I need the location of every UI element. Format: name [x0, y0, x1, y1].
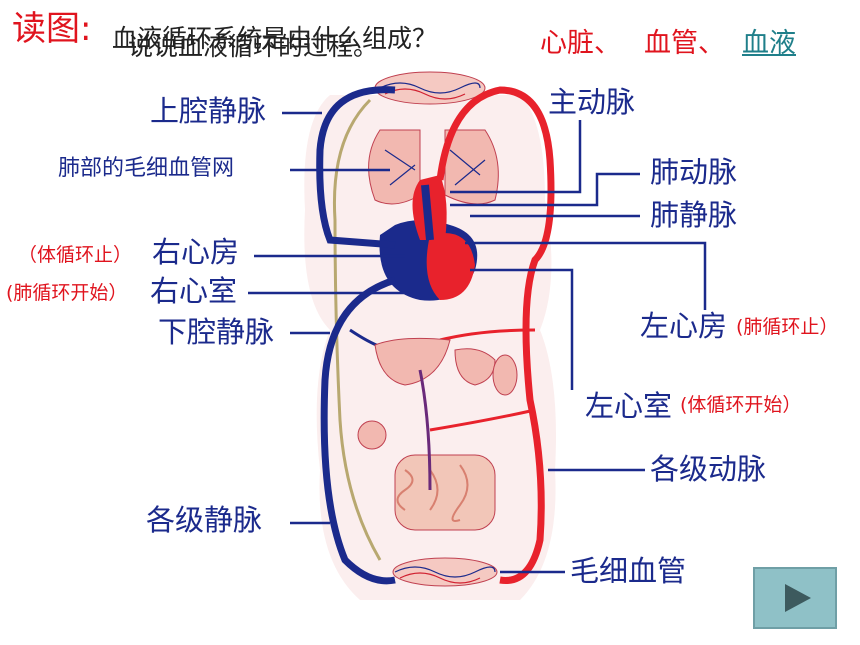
abdominal-organs	[357, 337, 518, 531]
superior-vena-cava-line	[316, 86, 396, 249]
answer-vessel: 血管、	[644, 28, 725, 59]
question-composition: 血液循环系统是由什么组成？	[112, 24, 438, 53]
leader-left-atrium	[465, 241, 707, 310]
leader-aorta	[450, 120, 582, 194]
aorta-line	[436, 86, 555, 584]
note-right-ventricle: (肺循环开始）	[6, 282, 128, 304]
leader-left-ventricle	[470, 268, 574, 390]
artery-branch-organs	[429, 328, 536, 432]
note-left-ventricle: (体循环开始）	[680, 394, 802, 416]
label-left-ventricle: 左心室	[585, 389, 673, 423]
answer-heart: 心脏、	[540, 28, 621, 59]
label-capillaries: 毛细血管	[570, 554, 687, 588]
label-left-atrium: 左心房	[640, 309, 728, 343]
read-diagram-label: 读图:	[12, 9, 92, 49]
question-process: 说说血液循环的过程。	[128, 32, 379, 61]
note-left-atrium: (肺循环止）	[736, 316, 839, 338]
label-pulmonary-vein: 肺静脉	[650, 198, 738, 232]
label-pulmonary-artery: 肺动脉	[650, 155, 738, 189]
label-superior-vena-cava: 上腔静脉	[150, 94, 267, 128]
lower-capillary-network	[392, 557, 498, 587]
label-aorta: 主动脉	[548, 85, 636, 119]
heart	[379, 175, 478, 301]
leader-pulmonary-artery	[450, 172, 640, 207]
label-right-ventricle: 右心室	[150, 274, 238, 308]
answer-blood-link[interactable]: 血液	[742, 28, 796, 59]
label-arteries: 各级动脉	[650, 452, 767, 486]
label-inferior-vena-cava: 下腔静脉	[158, 315, 275, 349]
play-triangle-icon	[785, 584, 811, 612]
inferior-vena-cava-line	[320, 276, 397, 585]
lung-network	[368, 129, 499, 205]
label-right-atrium: 右心房	[152, 235, 240, 269]
next-slide-button[interactable]	[753, 567, 837, 629]
note-right-atrium: （体循环止）	[18, 244, 133, 266]
label-veins: 各级静脉	[146, 503, 263, 537]
label-lung-capillaries: 肺部的毛细血管网	[58, 156, 235, 181]
